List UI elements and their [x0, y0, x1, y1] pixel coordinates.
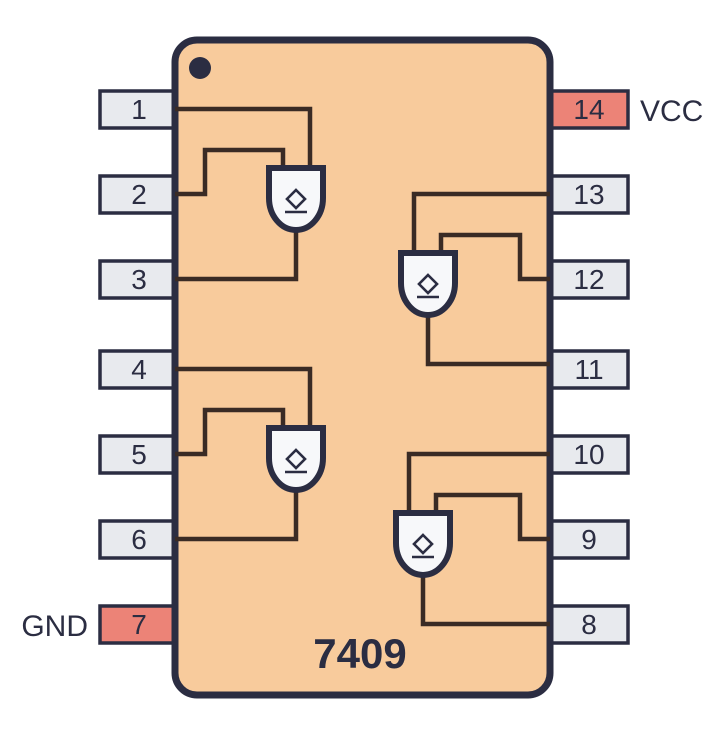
pin-label-13: 13 — [573, 179, 604, 210]
vcc-rail-label: VCC — [640, 95, 703, 128]
pin-label-11: 11 — [574, 354, 603, 385]
open-collector-icon-1 — [285, 188, 307, 214]
wire-pin4-to-gate3-input-b — [175, 366, 313, 428]
pin-label-8: 8 — [581, 609, 597, 640]
pin-box-2[interactable]: 2 — [98, 174, 180, 215]
pin-box-10[interactable]: 10 — [548, 434, 630, 475]
gate-symbol-2[interactable] — [398, 250, 458, 318]
pin-label-3: 3 — [131, 264, 147, 295]
gate-symbol-3[interactable] — [266, 425, 326, 493]
wire-gate1-output-to-pin3 — [175, 232, 299, 282]
pin-label-5: 5 — [131, 439, 147, 470]
left-pin-group: 1 2 3 4 5 6 — [21, 89, 180, 645]
pin-box-3[interactable]: 3 — [98, 259, 180, 300]
pin-label-4: 4 — [131, 354, 147, 385]
gnd-rail-label: GND — [21, 610, 88, 643]
wire-pin10-to-gate4-input-a — [406, 451, 550, 513]
internal-wiring — [175, 106, 550, 627]
wire-pin2-to-gate1-input-a — [175, 147, 286, 197]
wire-gate2-output-to-pin11 — [425, 317, 550, 367]
gate-symbol-1[interactable] — [266, 165, 326, 233]
wire-pin1-to-gate1-input-b — [175, 106, 313, 168]
pin-box-13[interactable]: 13 — [548, 174, 630, 215]
pin-label-2: 2 — [131, 179, 147, 210]
gate-1-body — [266, 165, 326, 233]
pin-label-12: 12 — [573, 264, 604, 295]
wire-pin9-to-gate4-input-b — [433, 492, 550, 542]
pin-box-11[interactable]: 11 — [548, 349, 630, 390]
gate-2-body — [398, 250, 458, 318]
pin-label-7: 7 — [131, 609, 147, 640]
pin-box-8[interactable]: 8 — [548, 604, 630, 645]
pin-box-6[interactable]: 6 — [98, 519, 180, 560]
wire-pin5-to-gate3-input-a — [175, 407, 286, 457]
wire-pin13-to-gate2-input-a — [411, 191, 550, 253]
wire-gate3-output-to-pin6 — [175, 492, 299, 542]
pin-label-10: 10 — [573, 439, 604, 470]
gate-3-body — [266, 425, 326, 493]
wire-pin12-to-gate2-input-b — [438, 232, 550, 282]
gate-symbol-4[interactable] — [393, 510, 453, 578]
chip-part-label: 7409 — [313, 630, 406, 677]
pin-box-12[interactable]: 12 — [548, 259, 630, 300]
gate-4-body — [393, 510, 453, 578]
pin1-dot-marker — [189, 57, 211, 79]
pin-box-7-gnd[interactable]: 7 — [98, 604, 180, 645]
pin-box-9[interactable]: 9 — [548, 519, 630, 560]
right-pin-group: 14 VCC 13 12 11 10 9 — [548, 89, 703, 645]
wire-gate4-output-to-pin8 — [420, 577, 550, 627]
pin-label-6: 6 — [131, 524, 147, 555]
open-collector-icon-3 — [285, 448, 307, 474]
pin-label-9: 9 — [581, 524, 597, 555]
open-collector-icon-4 — [412, 533, 434, 559]
pin-box-5[interactable]: 5 — [98, 434, 180, 475]
pin-label-14: 14 — [573, 94, 604, 125]
pin-label-1: 1 — [131, 94, 147, 125]
pin-box-1[interactable]: 1 — [98, 89, 180, 130]
pin-box-4[interactable]: 4 — [98, 349, 180, 390]
open-collector-icon-2 — [417, 273, 439, 299]
pin-box-14-vcc[interactable]: 14 — [548, 89, 630, 130]
